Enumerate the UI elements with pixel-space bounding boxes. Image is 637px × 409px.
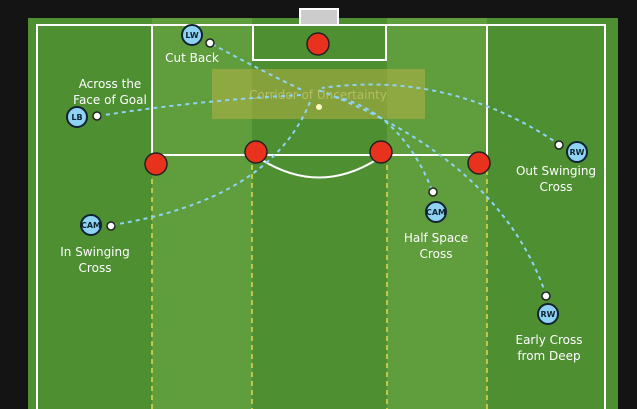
player-marker[interactable]	[181, 24, 203, 46]
cross-label: In Swinging	[60, 245, 130, 259]
pitch	[28, 18, 618, 409]
cross-label: Cross	[79, 261, 112, 275]
cross-label: Cut Back	[165, 51, 219, 65]
cross-label: from Deep	[517, 349, 580, 363]
cross-label: Half Space	[404, 231, 468, 245]
cross-label: Early Cross	[515, 333, 582, 347]
player-lw[interactable]: LW Cut Back	[165, 24, 219, 65]
defender	[467, 151, 491, 175]
cross-label: Cross	[540, 180, 573, 194]
player-marker[interactable]	[80, 214, 102, 236]
player-marker[interactable]	[566, 141, 588, 163]
player-rw[interactable]: RW Early Cross from Deep	[515, 291, 583, 363]
defenders	[144, 32, 491, 176]
defender	[244, 140, 268, 164]
ball-icon	[205, 38, 215, 48]
cross-label: Out Swinging	[516, 164, 596, 178]
player-role: CAM	[426, 208, 446, 217]
corridor-label: Corridor of Uncertainty	[249, 88, 387, 102]
defender	[369, 140, 393, 164]
cross-label: Across the	[79, 77, 142, 91]
ball-icon	[92, 111, 102, 121]
player-role: CAM	[81, 221, 101, 230]
player-marker[interactable]	[537, 303, 559, 325]
player-marker[interactable]	[425, 201, 447, 223]
ball-icon	[541, 291, 551, 301]
player-role: LB	[71, 113, 82, 122]
target-ball	[316, 104, 322, 110]
ball-icon	[106, 221, 116, 231]
ball-icon	[428, 187, 438, 197]
player-role: LW	[185, 31, 198, 40]
goal	[299, 8, 339, 26]
ball-icon	[554, 140, 564, 150]
channel-lines	[151, 165, 488, 409]
player-role: RW	[541, 310, 556, 319]
defender	[144, 152, 168, 176]
player-marker[interactable]	[66, 106, 88, 128]
player-role: RW	[570, 148, 585, 157]
corridor-zone	[212, 69, 425, 119]
pass-paths	[97, 43, 561, 296]
cross-label: Cross	[420, 247, 453, 261]
goalkeeper	[306, 32, 330, 56]
cross-label: Face of Goal	[73, 93, 147, 107]
